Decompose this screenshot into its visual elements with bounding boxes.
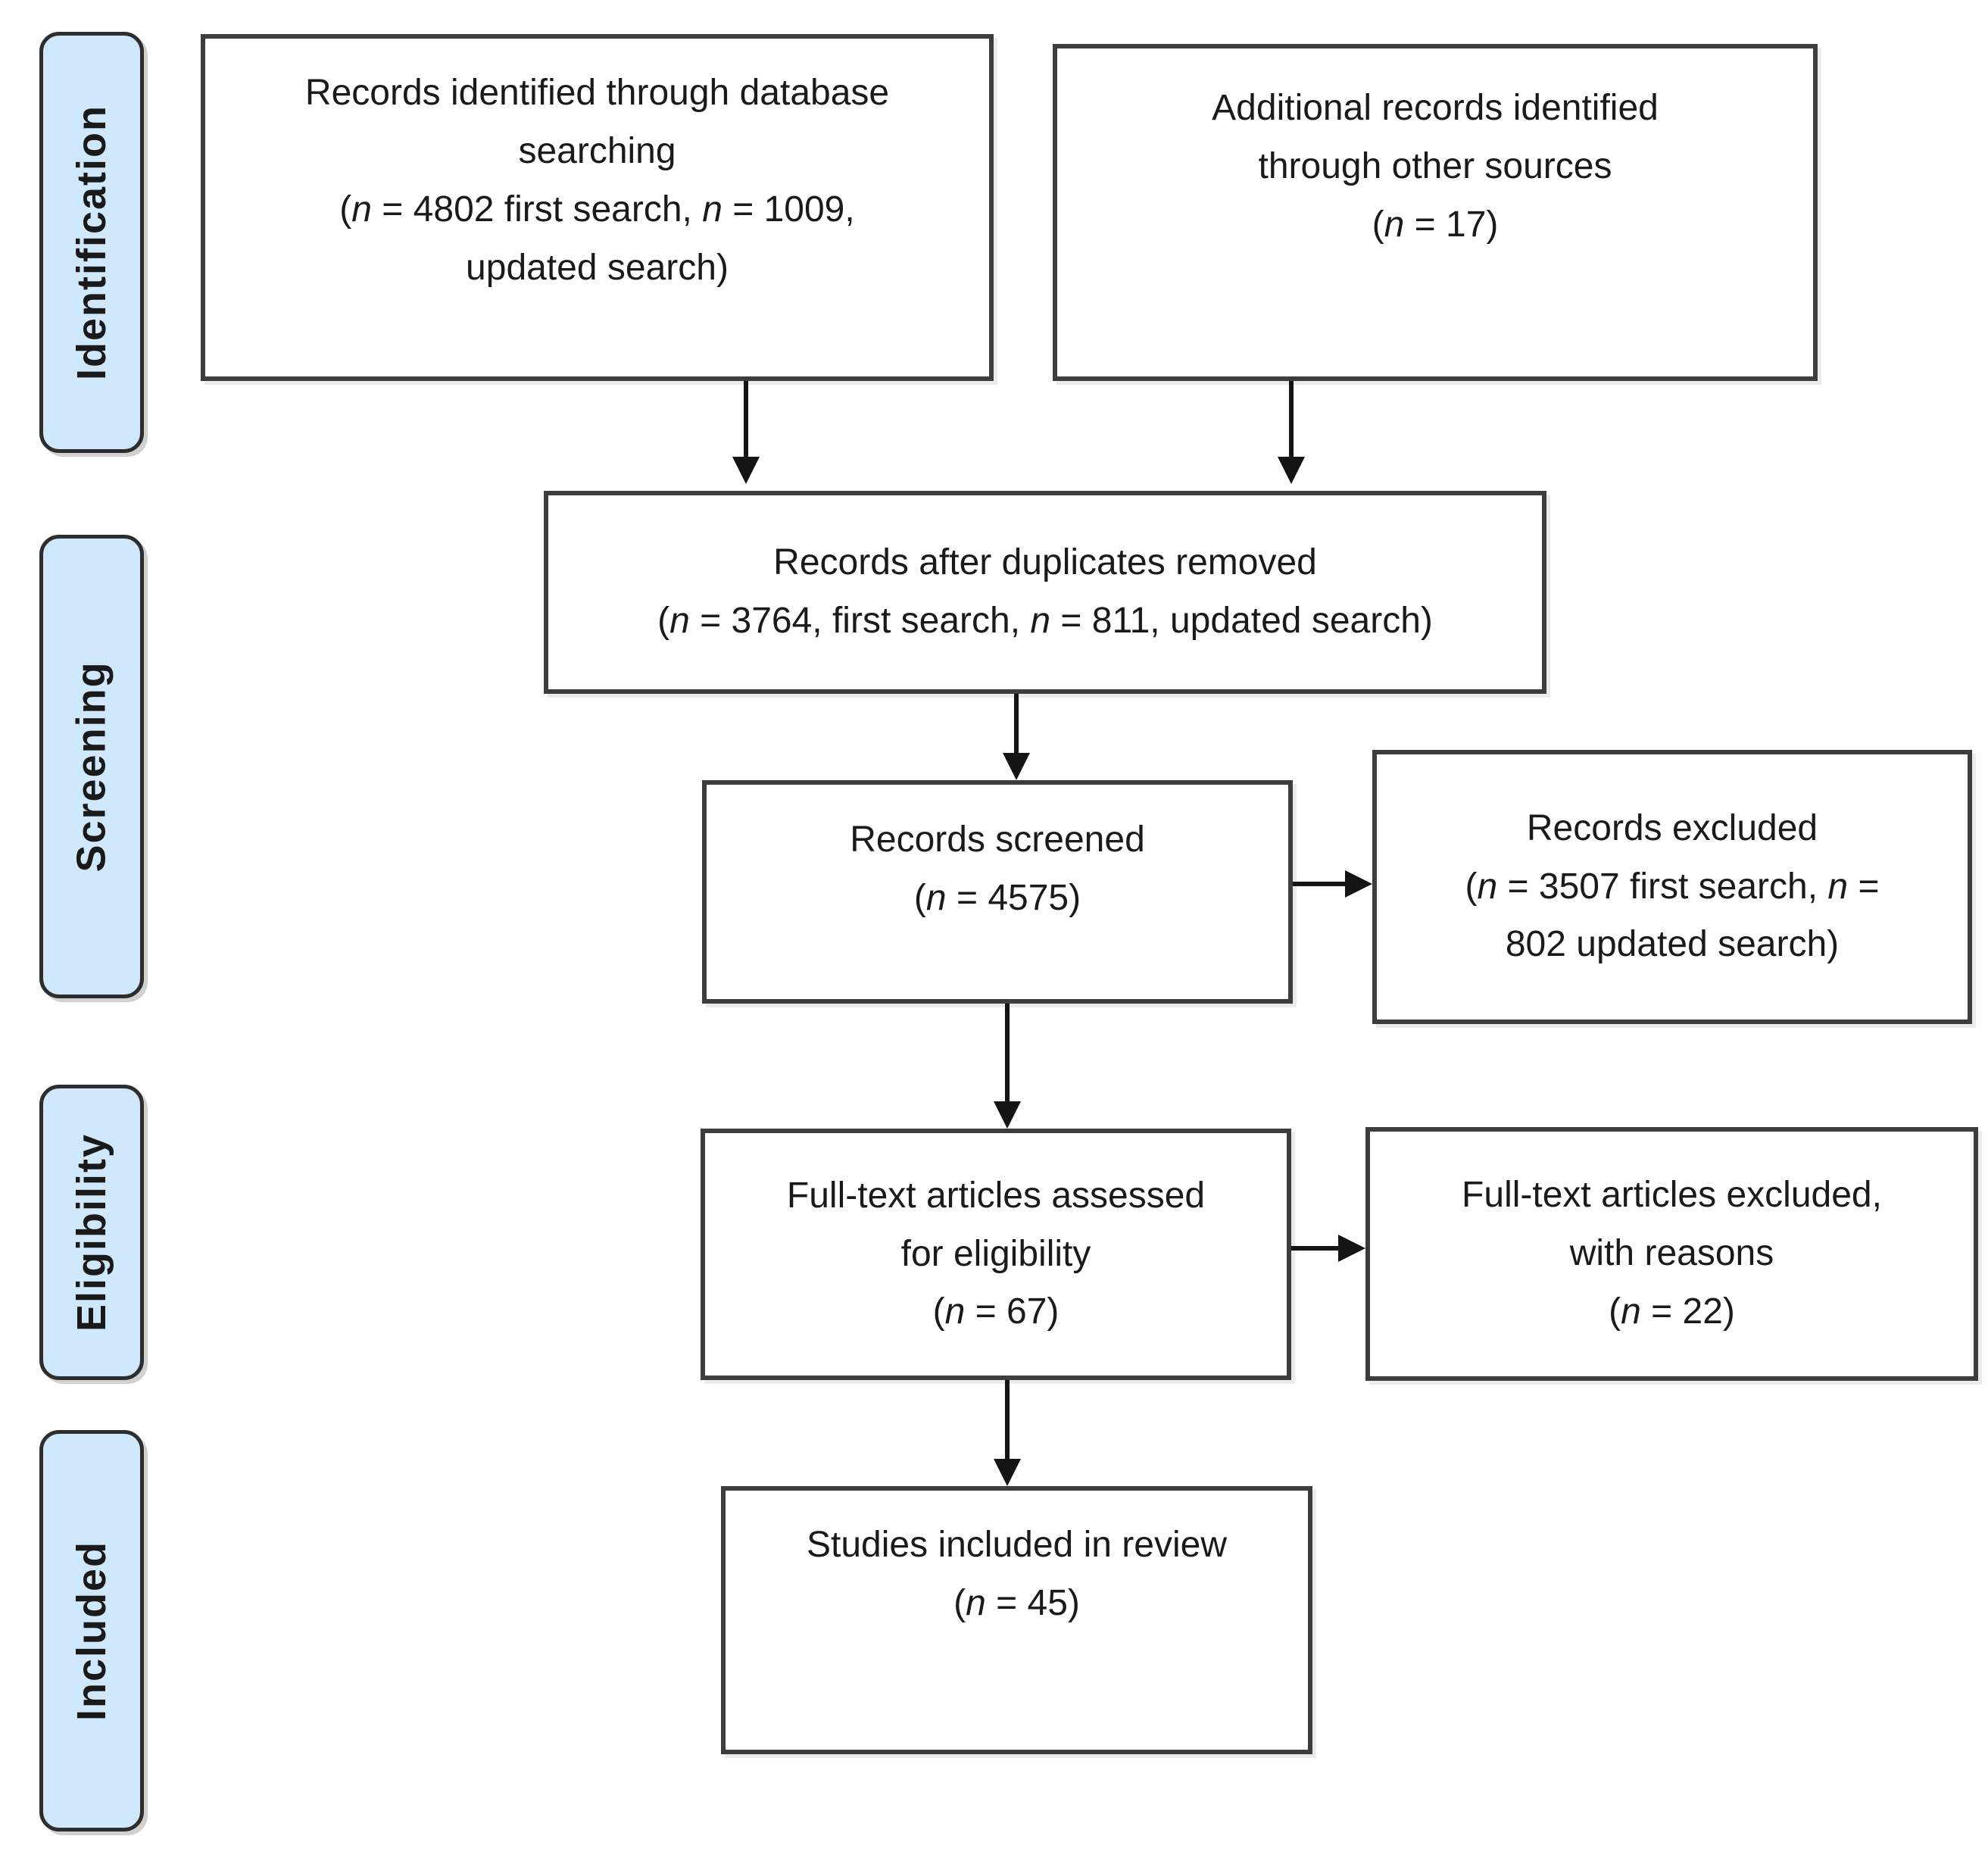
flow-box-studies-included: Studies included in review (n = 45) [721,1486,1312,1754]
arrow-duplicates-to-screened-icon [1014,694,1019,753]
text-line: (n = 4575) [913,877,1081,918]
text-line: updated search) [466,247,729,288]
stage-included-label: Included [69,1540,115,1722]
flow-box-fulltext-assessed: Full-text articles assessed for eligibili… [701,1129,1291,1380]
flow-box-additional-records: Additional records identified through oth… [1053,44,1818,381]
arrow-screened-to-excluded-icon [1293,882,1345,886]
stage-identification-label: Identification [69,105,114,380]
text-line: through other sources [1258,146,1612,187]
stage-eligibility: Eligibility [39,1085,144,1380]
text-line: Studies included in review [807,1525,1227,1566]
text-line: Full-text articles excluded, [1462,1175,1882,1216]
text-line: (n = 3507 first search, n = [1465,866,1880,907]
stage-included: Included [39,1430,144,1831]
stage-screening: Screening [39,535,144,998]
flow-box-records-after-duplicates: Records after duplicates removed (n = 376… [544,491,1546,694]
arrow-other-sources-to-duplicates-icon [1289,381,1294,457]
text-line: (n = 3764, first search, n = 811, update… [657,601,1433,641]
text-line: Records screened [850,819,1145,860]
text-line: 802 updated search) [1505,924,1840,965]
text-line: (n = 17) [1372,204,1499,245]
flow-box-fulltext-excluded: Full-text articles excluded, with reasons… [1365,1127,1978,1381]
text-line: Records excluded [1526,807,1818,848]
arrow-screened-to-fulltext-icon [1005,1004,1010,1101]
text-line: Records identified through database [304,73,890,114]
text-line: (n = 4802 first search, n = 1009, [339,189,855,230]
arrow-database-to-duplicates-icon [744,381,748,457]
text-line: with reasons [1569,1233,1774,1274]
text-line: (n = 45) [953,1583,1080,1623]
text-line: Full-text articles assessed [786,1175,1206,1216]
text-line: Additional records identified [1212,88,1659,129]
stage-screening-label: Screening [69,660,114,873]
text-line: (n = 22) [1609,1291,1735,1332]
arrow-fulltext-to-excluded-icon [1291,1246,1338,1251]
flow-box-records-identified: Records identified through database searc… [201,34,994,381]
text-line: Records after duplicates removed [773,542,1317,583]
text-line: searching [518,131,676,172]
flow-box-records-screened: Records screened (n = 4575) [702,780,1293,1004]
text-line: for eligibility [900,1233,1091,1274]
text-line: (n = 67) [932,1291,1060,1332]
arrow-fulltext-to-included-icon [1005,1380,1010,1459]
stage-eligibility-label: Eligibility [69,1132,114,1332]
stage-identification: Identification [39,32,144,453]
flow-box-records-excluded: Records excluded (n = 3507 first search, … [1372,750,1972,1024]
